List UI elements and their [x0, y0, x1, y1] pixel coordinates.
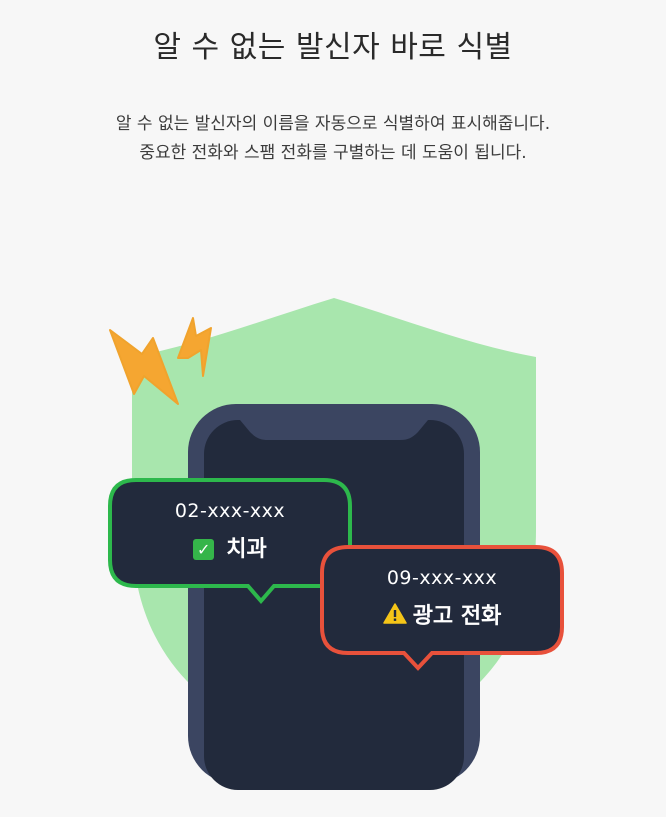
description: 알 수 없는 발신자의 이름을 자동으로 식별하여 표시해줍니다. 중요한 전화… [0, 110, 666, 168]
page-title: 알 수 없는 발신자 바로 식별 [153, 30, 513, 65]
check-mark-icon: ✓ [193, 539, 215, 560]
lightning-icon [109, 317, 212, 405]
spam-caller-label: 광고 전화 [412, 604, 502, 629]
description-line-1: 알 수 없는 발신자의 이름을 자동으로 식별하여 표시해줍니다. [115, 114, 551, 134]
spam-caller-label-row: 광고 전화 [322, 598, 562, 630]
warning-icon [382, 603, 407, 624]
trusted-caller-bubble [108, 478, 352, 605]
spam-caller-number: 09-xxx-xxx [386, 567, 498, 589]
spam-caller-bubble [320, 545, 564, 671]
description-line-2: 중요한 전화와 스팸 전화를 구별하는 데 도움이 됩니다. [139, 143, 527, 163]
trusted-caller-label-row: ✓ 치과 [110, 531, 350, 563]
trusted-caller-label: 치과 [226, 537, 267, 562]
trusted-caller-number: 02-xxx-xxx [174, 500, 286, 522]
